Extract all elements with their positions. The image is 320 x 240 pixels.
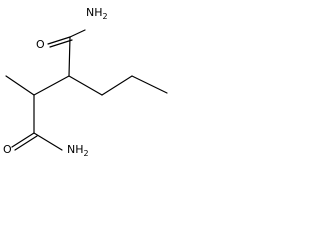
amide-bottom-nitrogen-label: NH2	[67, 143, 89, 158]
bond-c4-o-bottom-a	[11, 132, 35, 148]
bond-c1-o-top-b	[49, 39, 73, 48]
structure-canvas: NH2 O NH2 O	[0, 0, 171, 189]
bond-c3-methyl	[5, 75, 35, 96]
bond-propyl-2	[101, 75, 133, 96]
bond-c4-o-bottom-b	[14, 135, 38, 151]
bond-c1-n-top	[69, 29, 86, 38]
bond-c4-n-bottom	[33, 132, 63, 151]
bond-c1-o-top-a	[47, 36, 71, 45]
amide-top-subscript: 2	[103, 12, 108, 21]
amide-bottom-subscript: 2	[84, 149, 89, 158]
amide-top-nh: NH	[86, 6, 103, 19]
amide-bottom-oxygen-label: O	[3, 143, 12, 156]
bond-propyl-3	[131, 75, 168, 94]
bond-c2-propyl-1	[68, 75, 103, 96]
amide-top-nitrogen-label: NH2	[86, 6, 108, 21]
amide-bottom-nh: NH	[67, 143, 84, 156]
bond-c1-c2	[68, 36, 71, 77]
molecule-diagram: NH2 O NH2 O	[3, 6, 168, 158]
amide-top-oxygen-label: O	[36, 38, 45, 51]
bond-c2-c3	[33, 75, 70, 96]
